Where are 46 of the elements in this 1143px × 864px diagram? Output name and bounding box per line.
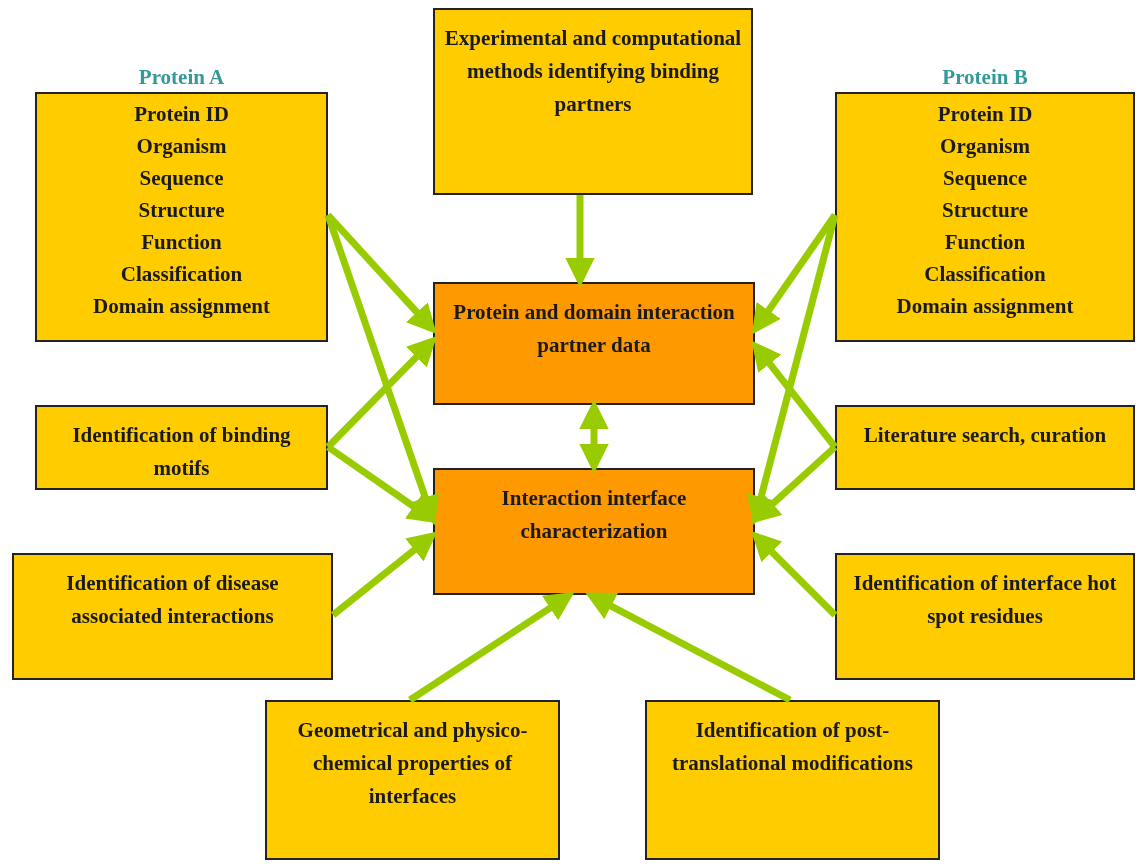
arrow (324, 213, 440, 526)
process-box (835, 405, 1135, 490)
list-item: Domain assignment (896, 293, 1074, 320)
box-heading: Protein A (137, 64, 226, 91)
arrow (326, 444, 438, 524)
list-item: Structure (942, 197, 1028, 224)
process-box (35, 405, 328, 490)
list-item: Structure (138, 197, 225, 224)
list-item: Organism (136, 133, 227, 160)
list-item: Classification (924, 261, 1046, 288)
box-text: Experimental and computational methods identifying binding partners (443, 25, 743, 118)
arrow (408, 591, 575, 703)
arrow (751, 531, 838, 618)
box-text: Interaction interface characterization (500, 485, 688, 545)
box-text: Literature search, curation (863, 422, 1107, 449)
core-box (433, 468, 755, 595)
process-box (645, 700, 940, 860)
process-box (433, 8, 753, 195)
process-box (265, 700, 560, 860)
list-item: Organism (940, 133, 1030, 160)
arrow (579, 399, 609, 474)
list-item: Sequence (139, 165, 224, 192)
list-item: Domain assignment (93, 293, 270, 320)
box-heading: Protein B (941, 64, 1029, 91)
box-text: Geometrical and physico-chemical properties of interfaces (296, 717, 529, 810)
list-item: Sequence (943, 165, 1027, 192)
list-item: Protein ID (134, 101, 229, 128)
arrow (751, 340, 838, 450)
process-box (12, 553, 333, 680)
box-text: Identification of disease associated interactions (65, 570, 280, 630)
core-box (433, 282, 755, 405)
process-box (835, 553, 1135, 680)
box-text: Identification of interface hot spot residues (852, 570, 1118, 630)
box-text: Protein and domain interaction partner data (452, 299, 736, 359)
box-text: Identification of post-translational modifications (671, 717, 914, 777)
box-text: Identification of binding motifs (71, 422, 292, 482)
list-item: Function (944, 229, 1026, 256)
arrow (746, 214, 839, 526)
list-item: Protein ID (937, 101, 1033, 128)
arrow (750, 444, 838, 524)
list-item: Classification (120, 261, 243, 288)
arrow (325, 336, 437, 450)
list-item: Function (141, 229, 222, 256)
arrow (330, 531, 438, 618)
arrow (585, 592, 792, 704)
arrow (565, 195, 595, 288)
